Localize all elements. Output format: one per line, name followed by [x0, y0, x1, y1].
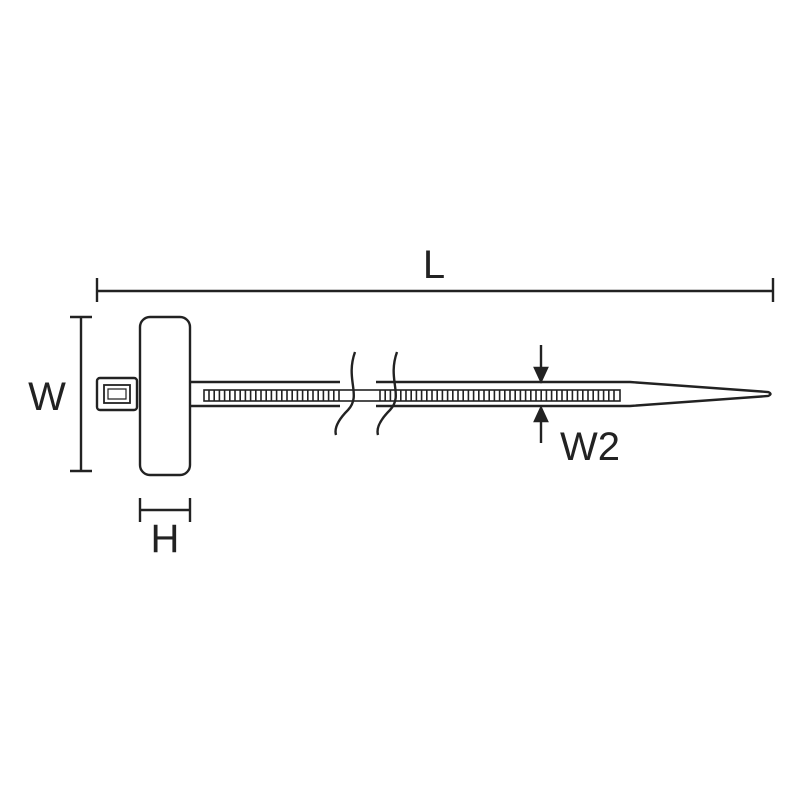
- ratchet-teeth: [203, 389, 621, 402]
- height-label: H: [151, 517, 180, 561]
- w2-top-arrowhead: [533, 366, 549, 384]
- lock-head-slot: [103, 384, 131, 404]
- teeth-right: [379, 390, 615, 401]
- strap-left-edges: [188, 380, 340, 408]
- strap-right-edges: [376, 380, 772, 408]
- teeth-left: [208, 390, 340, 401]
- break-line-right: [376, 351, 399, 436]
- strap-width-dimension: [533, 345, 549, 443]
- strap-width-label: W2: [560, 425, 620, 469]
- w2-bottom-arrowhead: [533, 405, 549, 423]
- lock-head-pawl: [107, 388, 127, 400]
- height-dimension: [138, 498, 192, 522]
- width-dimension: [70, 315, 92, 473]
- width-label: W: [28, 375, 66, 419]
- strap-break-left: [336, 382, 345, 406]
- break-line-left: [334, 351, 357, 436]
- lock-head: [95, 376, 139, 412]
- length-dimension: [95, 278, 775, 302]
- cable-tie: [95, 315, 772, 477]
- length-label: L: [423, 243, 445, 287]
- marker-flag: [138, 315, 192, 477]
